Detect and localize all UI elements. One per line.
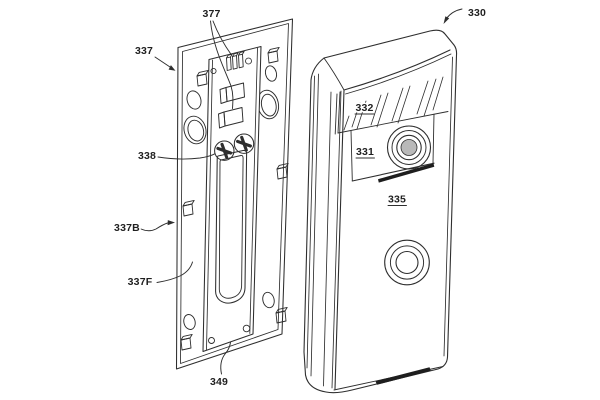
bracket-plate-left-edge [206,59,213,351]
bracket-tabs [180,46,289,351]
leader-377-b [210,20,234,109]
camera-lens [386,125,432,170]
label-332: 332 [355,102,373,114]
label-338: 338 [138,150,156,162]
bracket-plate-front [202,45,262,353]
label-underlines [354,113,407,206]
top-face-front-edge [343,49,451,91]
leader-337 [154,56,171,68]
label-335: 335 [388,194,406,206]
plate-small-hole [210,67,217,75]
front-left-edge [334,89,345,390]
top-face-front-edge-inner [345,53,452,95]
leader-349 [220,342,231,375]
screw-338-right [233,133,255,154]
arrowhead-337 [168,65,176,71]
bracket-oval-holes [183,65,280,330]
label-349: 349 [210,376,228,388]
label-331: 331 [356,146,374,158]
top-left-corner-edge [323,57,345,91]
terminal-slots-377 [226,50,245,71]
doorbell-330 [303,29,458,394]
glass-panel-332 [334,76,449,135]
wiring-slot [215,149,248,304]
bracket-plate-right-edge [249,47,258,334]
front-right-edge-inner [443,56,453,357]
bottom-vent-slot [375,367,431,385]
camera-module-331 [350,113,435,183]
leader-330 [446,8,463,19]
plate-small-hole [245,57,252,65]
mounting-bracket-337 [175,18,294,370]
side-curvature-lines [306,73,332,387]
plate-screw-hole [208,337,215,344]
glass-reflection-hatching [343,76,444,131]
leader-lines [140,8,463,375]
leader-377-a [212,20,232,56]
glass-bottom-edge [337,111,449,134]
bracket-outer-frame [175,18,294,370]
front-left-edge-inner [331,90,342,389]
leader-337B [140,222,168,232]
bracket-outer-frame-inner-line [180,23,289,364]
label-337B: 337B [114,222,140,234]
plate-rect-openings [218,82,245,129]
label-330: 330 [468,7,486,19]
reference-labels: 377 330 337 338 337B 337F 349 332 331 33… [113,6,488,390]
label-337: 337 [135,45,153,57]
leader-337F [156,261,193,283]
arrowhead-337B [167,220,175,226]
camera-band-shadow [378,163,435,183]
label-377: 377 [202,8,220,20]
doorbell-button [384,239,430,286]
doorbell-silhouette [303,29,458,394]
label-337F: 337F [128,276,153,288]
leader-338 [157,153,216,160]
arrowhead-330 [443,16,450,24]
plate-screw-hole [242,324,251,333]
